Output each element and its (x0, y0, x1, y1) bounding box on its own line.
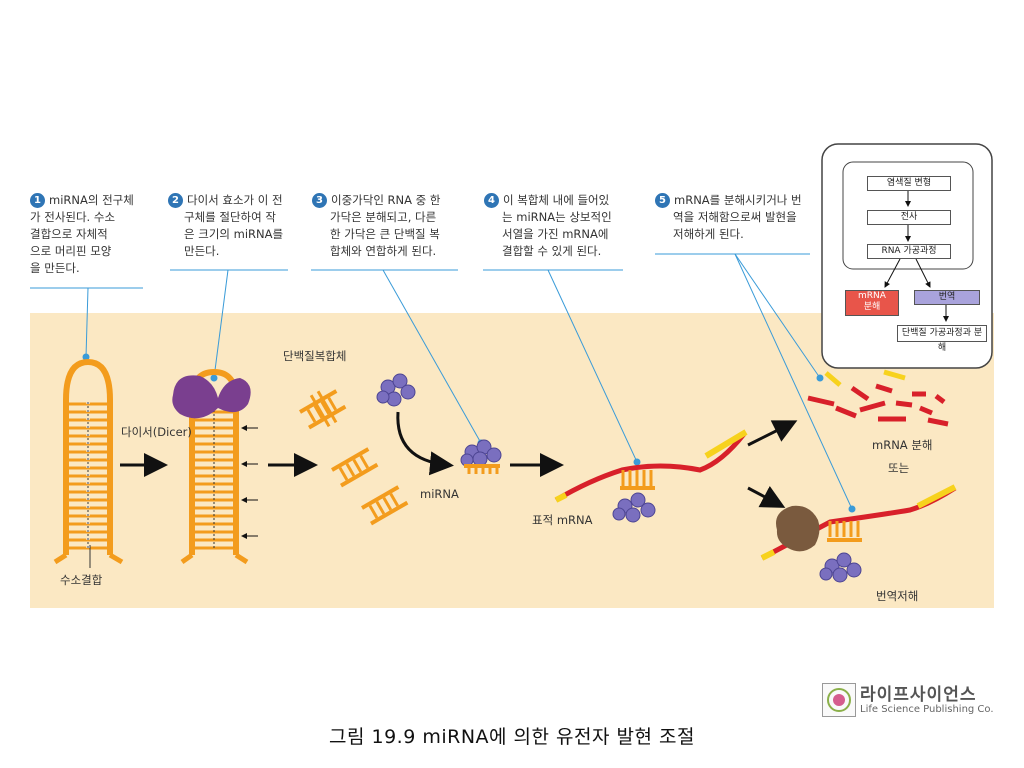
label-translation-inhibition: 번역저해 (876, 589, 919, 603)
mirna-complex (460, 439, 502, 474)
label-hydrogen-bond: 수소결합 (60, 573, 103, 587)
figure-caption: 그림 19.9 miRNA에 의한 유전자 발현 조절 (328, 726, 695, 748)
step-5-badge: 5 (655, 193, 670, 208)
inset-protein-processing-box: 단백질 가공과정과 분해 (897, 325, 987, 353)
mrna-with-ribosome (760, 484, 957, 583)
label-mirna: miRNA (420, 487, 459, 501)
publisher-emblem-icon (822, 683, 856, 717)
cut-arrows (241, 425, 258, 539)
publisher-logo: 라이프사이언스 Life Science Publishing Co. (820, 680, 1000, 720)
step-1-badge: 1 (30, 193, 45, 208)
inset-chromatin-box: 염색질 변형 (867, 176, 951, 191)
rna-fragments (299, 389, 409, 526)
inset-rna-processing-box: RNA 가공과정 (867, 244, 951, 259)
ribosome (776, 505, 820, 552)
hairpin-precursor (53, 358, 124, 565)
step-2-badge: 2 (168, 193, 183, 208)
curved-arrow (396, 411, 454, 476)
mrna-fragments (807, 369, 949, 427)
label-mrna-degradation: mRNA 분해 (872, 438, 933, 452)
step-rules (30, 253, 810, 289)
inset-mrna-degradation-box: mRNA 분해 (845, 290, 899, 316)
hairpin-with-dicer (172, 368, 251, 565)
publisher-name-korean: 라이프사이언스 (860, 685, 977, 705)
label-protein-complex: 단백질복합체 (283, 349, 347, 363)
inset-transcription-box: 전사 (867, 210, 951, 225)
arrow-translation-block (747, 485, 786, 508)
leader-lines (82, 253, 856, 513)
step-4-badge: 4 (484, 193, 499, 208)
target-mrna (554, 429, 748, 523)
publisher-name-english: Life Science Publishing Co. (860, 704, 994, 715)
arrow-degradation (747, 420, 798, 447)
label-or: 또는 (888, 461, 910, 475)
dicer-enzyme (172, 375, 251, 419)
inset-translation-box: 번역 (914, 290, 980, 305)
label-target-mrna: 표적 mRNA (532, 513, 593, 527)
step-3-badge: 3 (312, 193, 327, 208)
label-dicer: 다이서(Dicer) (121, 425, 192, 439)
protein-complex-free (376, 373, 416, 407)
